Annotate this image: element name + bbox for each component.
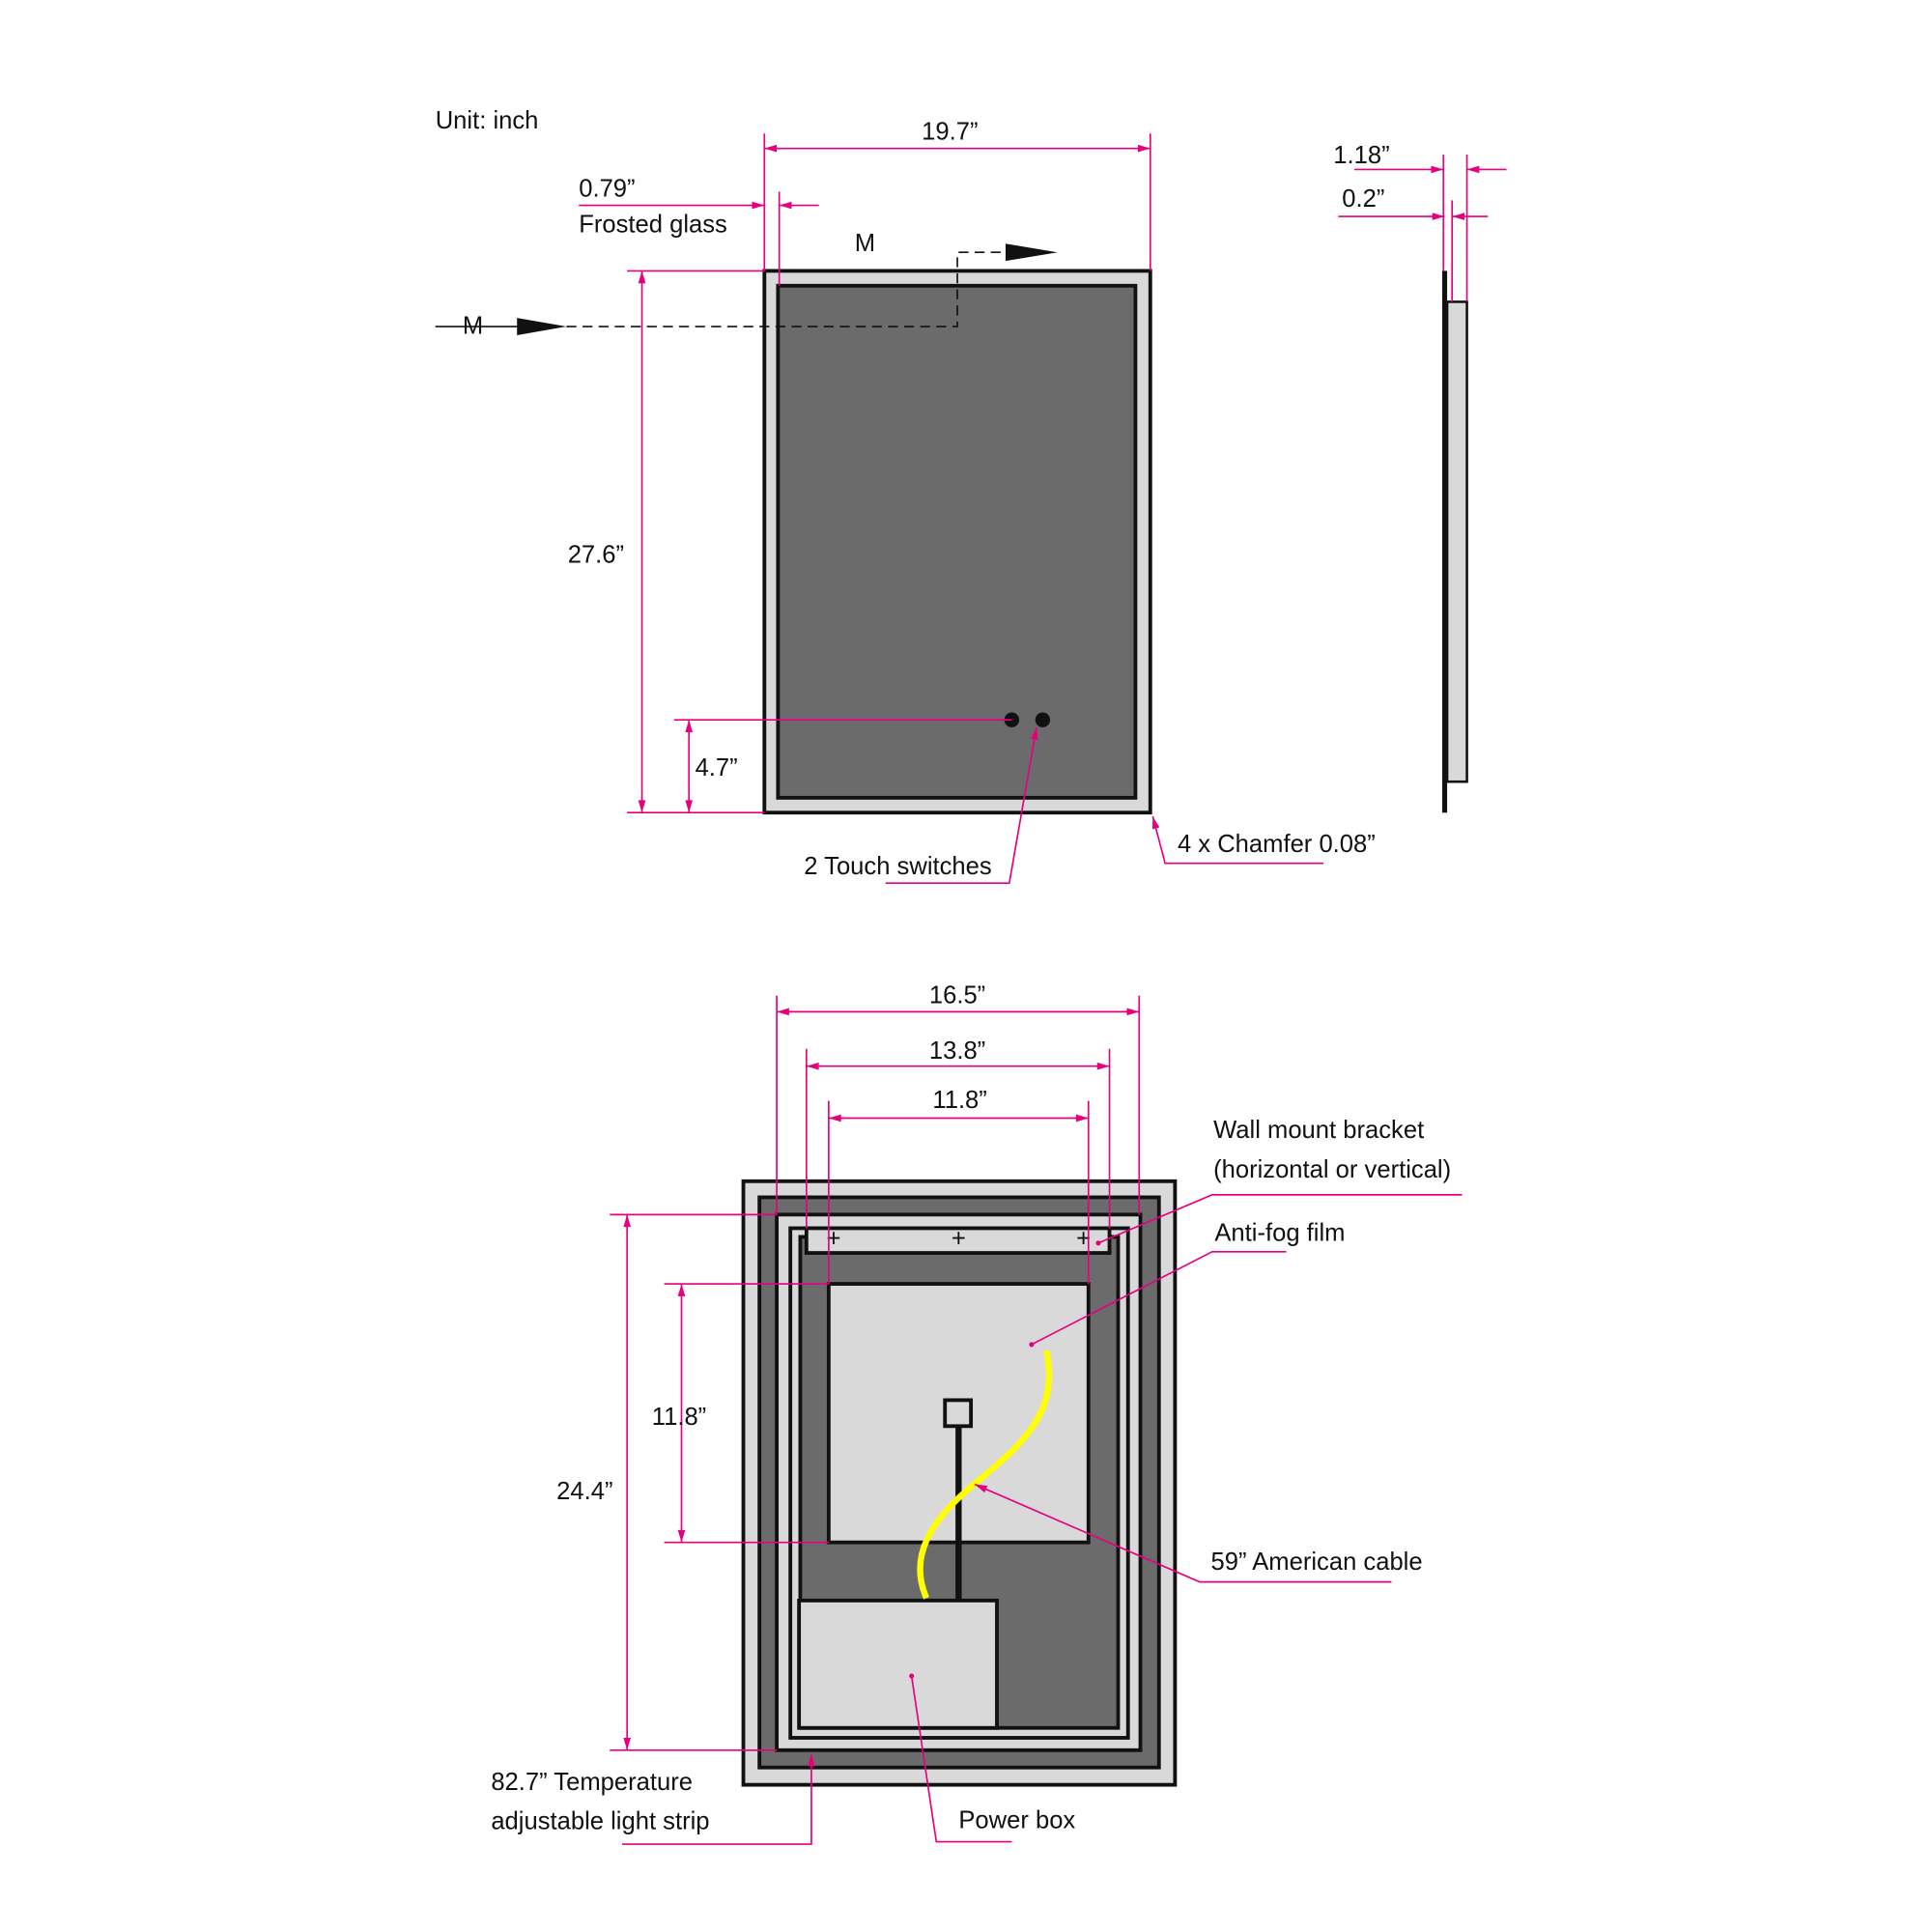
back-view: + + + 16.5” 13.8” 11.8” 24.4” 11.8” Wall m… (491, 981, 1463, 1845)
antifog-label: Anti-fog film (1214, 1219, 1345, 1246)
width-dim: 19.7” (922, 119, 978, 146)
glass-dim: 0.2” (1342, 185, 1384, 213)
bracket-width-dim: 13.8” (929, 1037, 985, 1065)
powerbox-label: Power box (958, 1806, 1075, 1833)
depth-dim: 1.18” (1333, 142, 1389, 169)
touch-switch[interactable] (1035, 712, 1051, 727)
cable-label: 59” American cable (1211, 1548, 1423, 1576)
section-mark-right: M (855, 230, 875, 257)
outer-width-dim: 16.5” (929, 981, 985, 1009)
cable (917, 1350, 1053, 1600)
wall-mount-bracket (804, 1226, 1112, 1255)
frosted-label: Frosted glass (579, 212, 727, 239)
back-height-dim: 24.4” (556, 1478, 612, 1505)
strip-label-2: adjustable light strip (491, 1808, 709, 1835)
chamfer-label: 4 x Chamfer 0.08” (1178, 831, 1376, 858)
film-width-dim: 11.8” (932, 1087, 986, 1114)
power-box (797, 1598, 999, 1730)
bracket-label: Wall mount bracket (1213, 1117, 1424, 1144)
height-dim: 27.6” (568, 542, 624, 569)
section-mark-left: M (463, 313, 483, 340)
switch-height-dim: 4.7” (696, 754, 738, 781)
unit-label: Unit: inch (436, 107, 539, 134)
strip-label: 82.7” Temperature (491, 1769, 693, 1796)
film-height-dim: 11.8” (652, 1404, 706, 1431)
front-view: 19.7” 0.79” Frosted glass M M 27.6” 4.7”… (435, 119, 1376, 885)
side-view: 1.18” 0.2” (1333, 142, 1507, 813)
svg-text:+: + (1076, 1226, 1091, 1253)
bracket-label-2: (horizontal or vertical) (1213, 1156, 1451, 1183)
svg-text:+: + (952, 1226, 966, 1253)
touch-switch[interactable] (1004, 712, 1020, 727)
switches-label: 2 Touch switches (804, 853, 991, 880)
frosted-dim: 0.79” (579, 176, 635, 203)
svg-text:+: + (827, 1226, 841, 1253)
